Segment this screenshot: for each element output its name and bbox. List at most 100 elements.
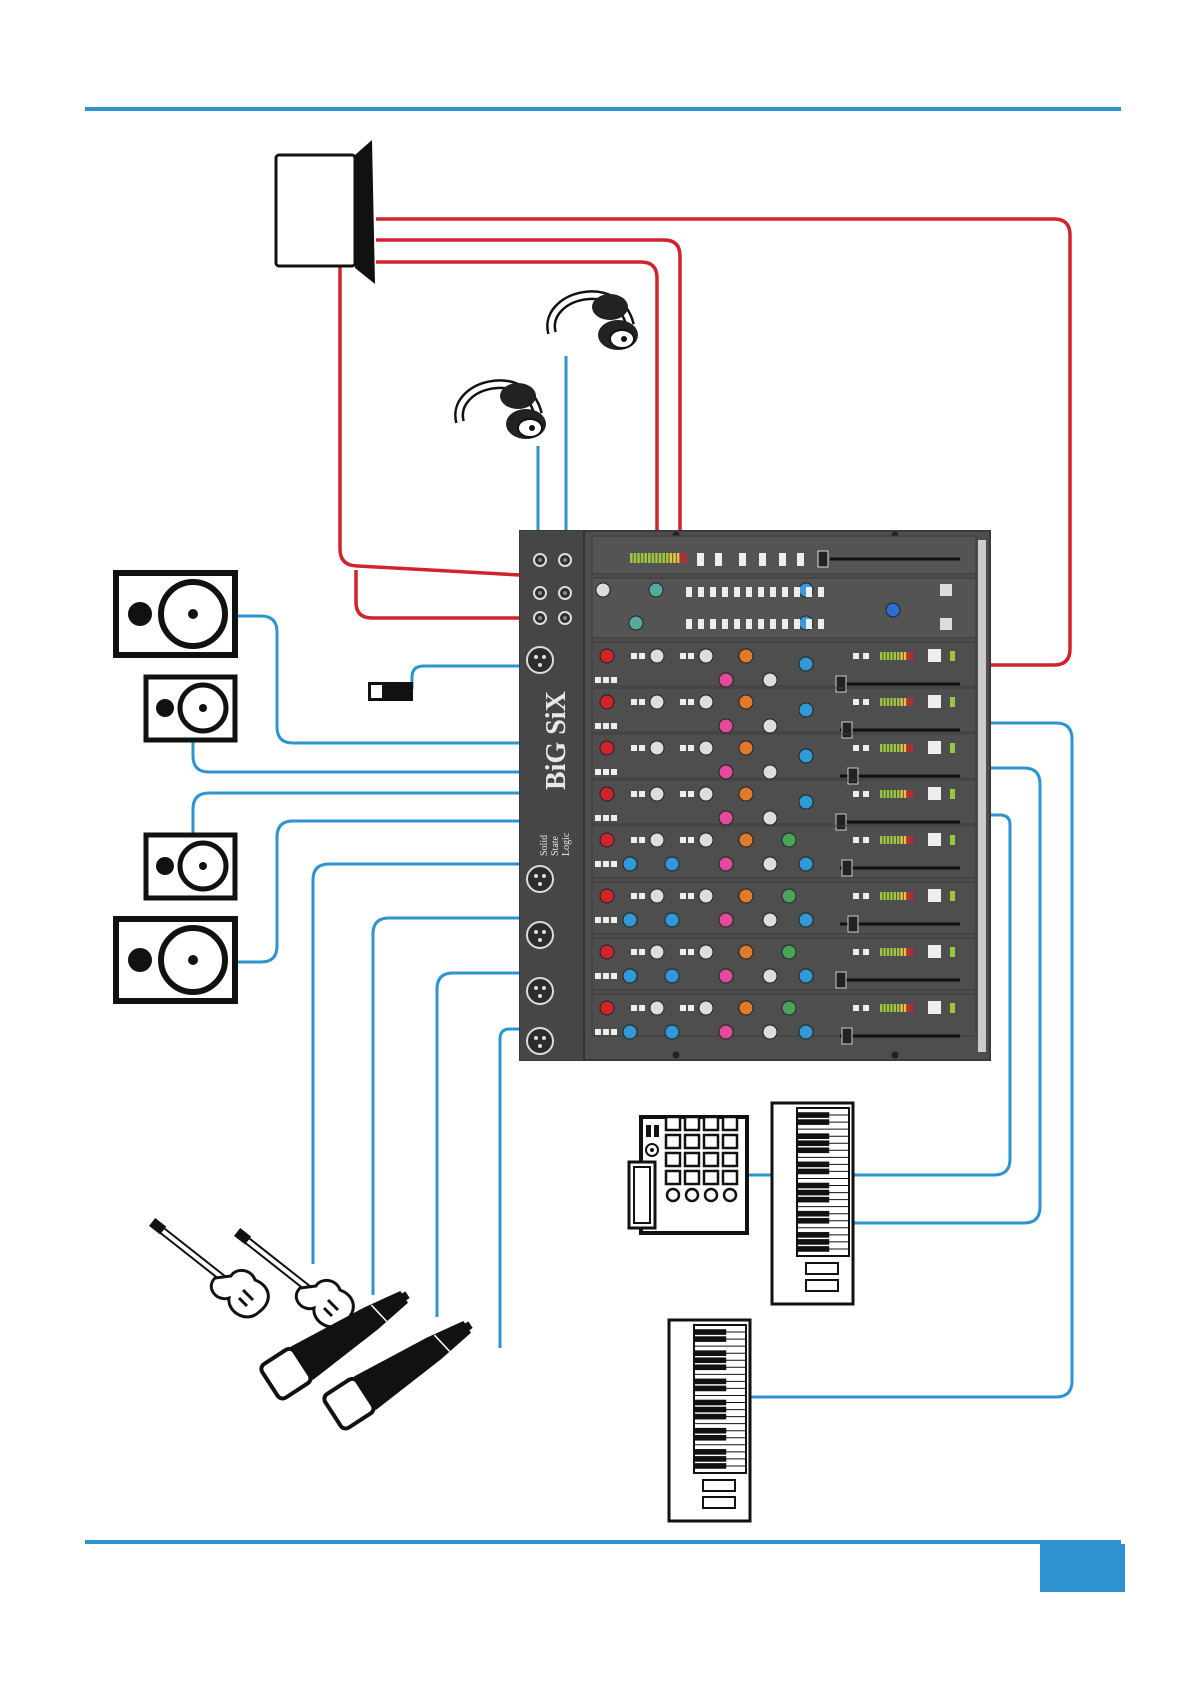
meter-segment: [883, 948, 885, 956]
meter-segment: [900, 836, 902, 844]
pan-knob: [799, 913, 813, 927]
black-key: [797, 1232, 829, 1238]
strip-button: [688, 949, 694, 955]
meter-segment: [897, 698, 899, 706]
drum-pad: [666, 1171, 680, 1184]
strip-button: [603, 769, 609, 775]
eq-knob: [739, 787, 753, 801]
gain-knob: [600, 1001, 614, 1015]
drum-pad: [723, 1171, 737, 1184]
black-key: [694, 1456, 726, 1462]
master-button: [779, 553, 786, 566]
meter-segment: [883, 892, 885, 900]
eq-knob: [719, 673, 733, 687]
black-key: [797, 1218, 829, 1224]
meter-segment: [907, 790, 909, 798]
strip-button: [863, 837, 869, 843]
led: [950, 697, 955, 707]
meter-segment: [907, 652, 909, 660]
master-button: [758, 619, 764, 629]
strip-button: [595, 769, 601, 775]
meter-segment: [644, 553, 647, 563]
master-button: [686, 587, 692, 597]
master-knob: [629, 616, 643, 630]
pan-knob: [799, 1025, 813, 1039]
eq-knob: [650, 833, 664, 847]
meter-segment: [883, 652, 885, 660]
meter-segment: [907, 1004, 909, 1012]
black-key: [694, 1379, 726, 1385]
meter-segment: [680, 553, 683, 563]
jack-socket: [559, 587, 571, 599]
blue-cable: [500, 1029, 520, 1348]
black-key: [694, 1463, 726, 1469]
meter-segment: [662, 553, 665, 563]
black-key: [694, 1435, 726, 1441]
blue-cable: [193, 708, 520, 772]
strip-button: [631, 893, 637, 899]
drum-pad: [666, 1117, 680, 1130]
meter-segment: [897, 652, 899, 660]
black-key: [694, 1336, 726, 1342]
drum-pad: [685, 1117, 699, 1130]
meter-segment: [655, 553, 658, 563]
meter-segment: [637, 553, 640, 563]
master-knob: [649, 583, 663, 597]
strip-button: [853, 837, 859, 843]
aux-knob: [763, 673, 777, 687]
meter-segment: [890, 836, 892, 844]
meter-segment: [880, 698, 882, 706]
strip-button: [603, 861, 609, 867]
meter-segment: [890, 790, 892, 798]
black-key: [797, 1239, 829, 1245]
fader-cap: [842, 1028, 852, 1044]
red-cable: [340, 266, 520, 575]
strip-button: [595, 677, 601, 683]
master-button: [758, 587, 764, 597]
meter-segment: [883, 698, 885, 706]
strip-button: [863, 1005, 869, 1011]
jack-socket: [559, 554, 571, 566]
eq-knob: [739, 649, 753, 663]
drum-knob: [724, 1189, 736, 1201]
meter-segment: [900, 652, 902, 660]
master-button: [722, 587, 728, 597]
drum-pad: [685, 1153, 699, 1166]
meter-segment: [904, 1004, 906, 1012]
eq-knob: [665, 913, 679, 927]
strip-button: [680, 949, 686, 955]
strip-button: [863, 699, 869, 705]
meter-segment: [673, 553, 676, 563]
eq-knob: [650, 889, 664, 903]
meter-segment: [890, 948, 892, 956]
eq-knob: [623, 913, 637, 927]
aux-knob: [782, 1001, 796, 1015]
master-button: [698, 619, 704, 629]
meter-segment: [890, 744, 892, 752]
strip-button: [853, 791, 859, 797]
black-key: [797, 1119, 829, 1125]
strip-button: [631, 949, 637, 955]
eq-knob: [719, 765, 733, 779]
meter-segment: [904, 652, 906, 660]
strip-button: [688, 653, 694, 659]
meter-segment: [883, 836, 885, 844]
strip-button: [595, 1029, 601, 1035]
black-key: [694, 1350, 726, 1356]
strip-button: [853, 653, 859, 659]
aux-knob: [763, 1025, 777, 1039]
meter-segment: [894, 698, 896, 706]
pan-knob: [799, 749, 813, 763]
xlr-socket: [527, 978, 553, 1004]
master-button: [734, 587, 740, 597]
eq-knob: [623, 857, 637, 871]
xlr-socket: [527, 1028, 553, 1054]
eq-knob: [650, 741, 664, 755]
master-button: [734, 619, 740, 629]
eq-knob: [699, 695, 713, 709]
strip-button: [611, 723, 617, 729]
headphones-icon: [459, 383, 546, 439]
strip-button: [863, 893, 869, 899]
meter-segment: [880, 948, 882, 956]
aux-knob: [782, 833, 796, 847]
